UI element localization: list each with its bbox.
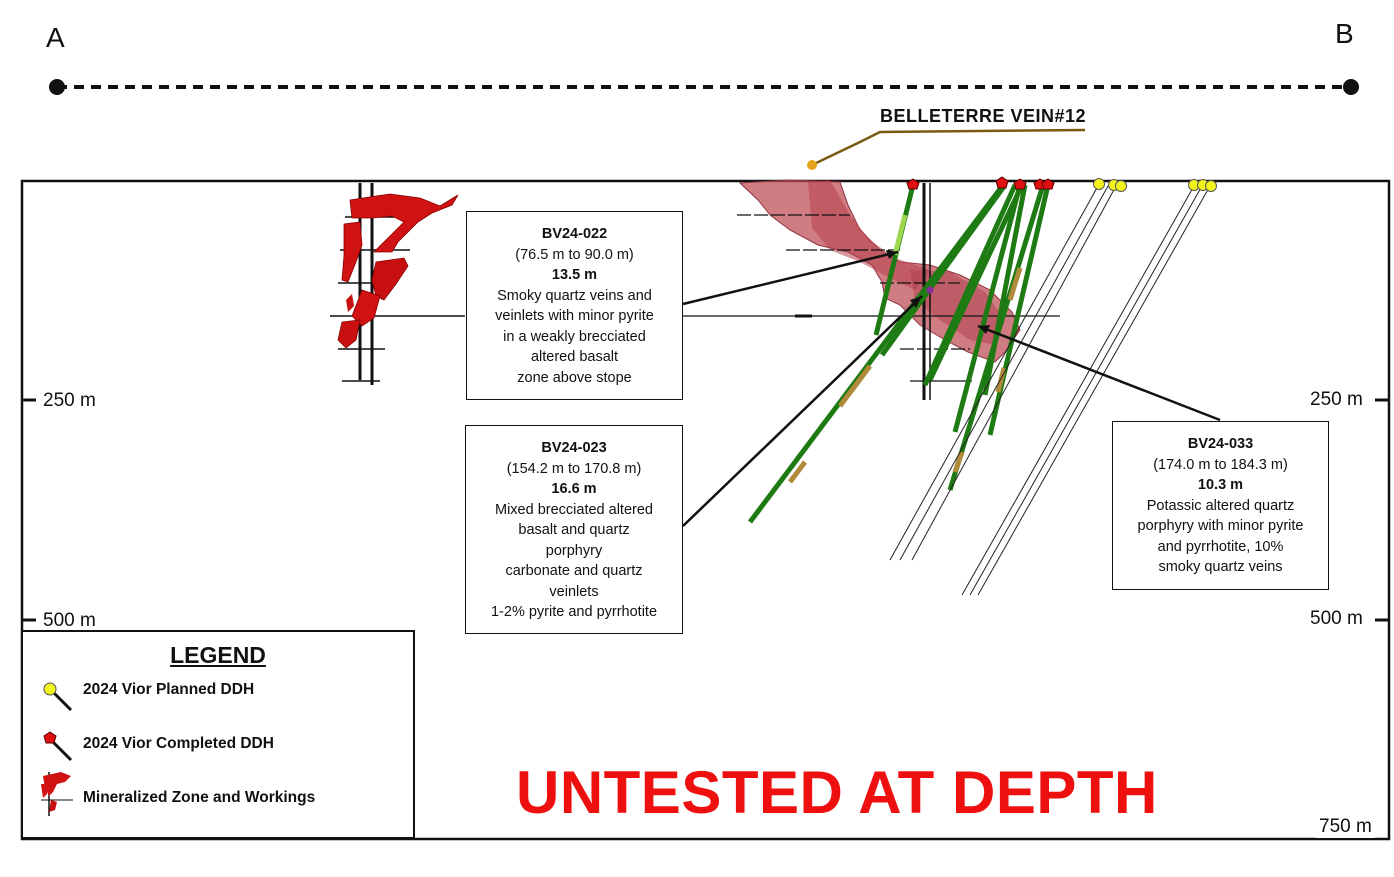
- section-frame: [20, 179, 1391, 841]
- callout-description-line: basalt and quartz: [518, 522, 630, 538]
- callout-description-line: altered basalt: [530, 349, 619, 365]
- callout-hole-id: BV24-022: [541, 226, 608, 242]
- planned-drillholes: [889, 185, 1211, 596]
- left-workings: [330, 183, 465, 385]
- endpoint-b-label: B: [1335, 18, 1354, 49]
- callout-description-line: porphyry: [545, 542, 603, 559]
- callout-description-line: porphyry with minor pyrite: [1137, 518, 1304, 534]
- depth-label-left-500: 500 m: [40, 610, 99, 632]
- legend-item-completed-ddh: 2024 Vior Completed DDH: [83, 735, 274, 752]
- callout-description-line: and pyrrhotite, 10%: [1157, 538, 1284, 555]
- planned-collars: [1093, 178, 1217, 192]
- endpoint-a-label: A: [46, 22, 65, 53]
- leader-bv24-023: [682, 295, 923, 527]
- callout-length: 10.3 m: [1197, 477, 1244, 493]
- depth-label-right-250: 250 m: [1307, 389, 1366, 411]
- section-endpoint-a-marker: [49, 79, 65, 95]
- mineralized-zone-icon: [41, 772, 73, 816]
- callout-bv24-023: BV24-023 (154.2 m to 170.8 m) 16.6 m Mix…: [465, 425, 683, 634]
- callout-description-line: carbonate and quartz: [505, 563, 643, 579]
- callout-length: 13.5 m: [551, 267, 598, 283]
- legend-title: LEGEND: [170, 642, 266, 668]
- legend-item-planned-ddh: 2024 Vior Planned DDH: [83, 681, 255, 698]
- vein-label: BELLETERRE VEIN#12: [880, 106, 1087, 126]
- depth-label-left-250: 250 m: [40, 390, 99, 412]
- callout-description-line: Mixed brecciated altered: [495, 501, 653, 518]
- callout-length: 16.6 m: [551, 481, 597, 497]
- completed-drillholes: [748, 183, 1051, 524]
- callout-interval: (174.0 m to 184.3 m): [1153, 456, 1288, 473]
- red-pentagon-collar-icon: [43, 731, 73, 762]
- callout-description-line: 1-2% pyrite and pyrrhotite: [490, 604, 658, 620]
- callout-hole-id: BV24-033: [1187, 436, 1254, 452]
- callout-bv24-022: BV24-022 (76.5 m to 90.0 m) 13.5 m Smoky…: [466, 211, 683, 400]
- callout-description-line: Potassic altered quartz: [1146, 497, 1295, 514]
- callout-description-line: Smoky quartz veins and: [497, 287, 652, 304]
- depth-label-right-750: 750 m: [1316, 816, 1375, 838]
- vein-leader-dot: [807, 160, 817, 170]
- callout-description-line: veinlets with minor pyrite: [495, 308, 654, 324]
- callout-description-line: smoky quartz veins: [1158, 559, 1283, 575]
- depth-label-right-500: 500 m: [1307, 608, 1366, 630]
- callout-bv24-033: BV24-033 (174.0 m to 184.3 m) 10.3 m Pot…: [1112, 421, 1329, 590]
- leader-bv24-033: [977, 324, 1221, 422]
- vein-leader-line: [811, 128, 1086, 167]
- callout-description-line: veinlets: [549, 583, 599, 600]
- section-endpoint-b-marker: [1343, 79, 1359, 95]
- legend-item-mineralized-zone: Mineralized Zone and Workings: [83, 789, 316, 806]
- yellow-circle-collar-icon: [43, 682, 73, 712]
- callout-interval: (76.5 m to 90.0 m): [515, 246, 634, 263]
- completed-collars: [906, 176, 1055, 190]
- callout-description-line: zone above stope: [517, 369, 632, 386]
- untested-at-depth-label: UNTESTED AT DEPTH: [516, 759, 1158, 826]
- legend: LEGEND 2024 Vior Planned DDH 2024 Vior C…: [21, 630, 415, 839]
- callout-interval: (154.2 m to 170.8 m): [506, 460, 642, 477]
- callout-description-line: in a weakly brecciated: [503, 328, 646, 345]
- callout-hole-id: BV24-023: [541, 440, 607, 456]
- leader-bv24-022: [682, 250, 899, 306]
